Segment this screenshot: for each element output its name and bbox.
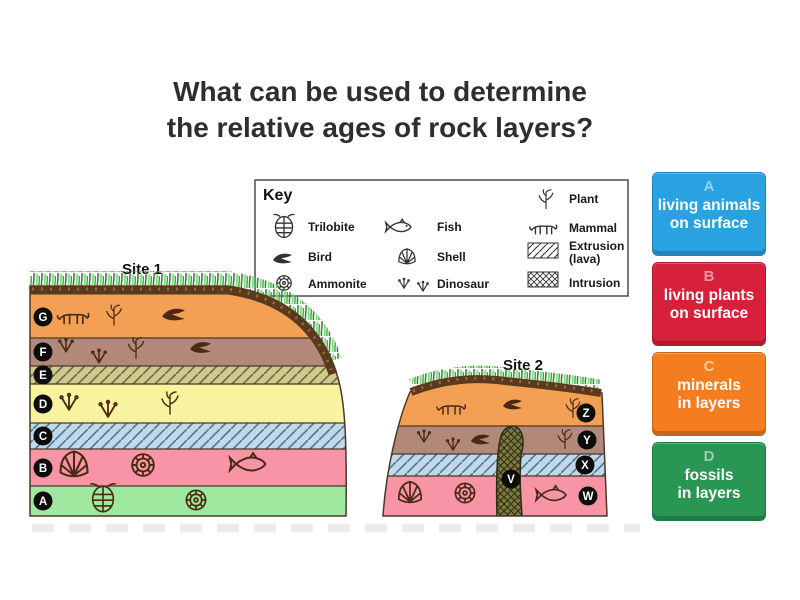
- layer-label-a: A: [39, 496, 47, 508]
- site1-layer-c-hatch: [30, 423, 347, 449]
- intrusion-swatch: [527, 271, 559, 288]
- answer-button-a[interactable]: A living animals on surface: [652, 172, 766, 256]
- key-label-ammonite: Ammonite: [308, 277, 367, 291]
- layer-label-y: Y: [583, 435, 591, 447]
- question-text: What can be used to determine the relati…: [120, 74, 640, 146]
- layer-label-c: C: [39, 431, 47, 443]
- answer-label-line: living animals: [657, 197, 761, 214]
- answer-label: fossils in layers: [675, 466, 744, 504]
- extrusion-swatch: [527, 242, 559, 259]
- layer-label-g: G: [39, 312, 48, 324]
- key-label-extrusion-lava: (lava): [569, 252, 600, 266]
- site1-layer-f: [30, 338, 347, 366]
- key-label-extrusion: Extrusion: [569, 239, 624, 253]
- site2-grass: [409, 365, 601, 395]
- answer-letter: A: [703, 178, 715, 195]
- site2: Site 2: [382, 357, 608, 517]
- answer-label: living animals on surface: [655, 196, 764, 234]
- answer-label-line: living plants: [663, 287, 755, 304]
- site1-layer-a: [30, 486, 347, 516]
- answer-label: living plants on surface: [661, 286, 757, 324]
- site1-layer-d: [30, 384, 347, 423]
- answer-letter: D: [703, 448, 715, 465]
- key-label-plant: Plant: [569, 192, 598, 206]
- layer-label-v: V: [507, 474, 515, 486]
- site1-topsoil-speckles: [32, 287, 333, 371]
- key-label-trilobite: Trilobite: [308, 220, 355, 234]
- layer-label-z: Z: [582, 408, 589, 420]
- answer-label: minerals in layers: [674, 376, 744, 414]
- site1: Site 1: [29, 261, 347, 517]
- key-label-dinosaur: Dinosaur: [437, 277, 489, 291]
- site1-layer-labels: G F E D C B A: [33, 307, 53, 511]
- layer-label-e: E: [39, 370, 47, 382]
- key-box: [254, 179, 629, 297]
- answer-button-c[interactable]: C minerals in layers: [652, 352, 766, 436]
- layer-label-b: B: [39, 463, 47, 475]
- answer-label-line: on surface: [669, 305, 749, 323]
- site2-layer-w: [383, 476, 607, 516]
- site2-layer-boundaries: [383, 425, 607, 477]
- answer-label-line: in layers: [677, 485, 741, 503]
- layer-label-x: X: [581, 460, 589, 472]
- key-label-bird: Bird: [308, 250, 332, 264]
- key-label-mammal: Mammal: [569, 221, 617, 235]
- question-line-2: the relative ages of rock layers?: [166, 112, 594, 143]
- key-title: Key: [263, 187, 292, 204]
- site2-layer-labels: Z Y X W V: [501, 403, 598, 506]
- legend-key: Key Trilobite Bird Ammonite Fish Shell D…: [254, 179, 629, 297]
- answer-button-b[interactable]: B living plants on surface: [652, 262, 766, 346]
- layer-label-d: D: [39, 399, 47, 411]
- site1-layer-boundaries: [30, 337, 347, 487]
- answer-button-d[interactable]: D fossils in layers: [652, 442, 766, 521]
- site2-layer-x-hatch: [383, 454, 607, 476]
- answer-letter: B: [703, 268, 715, 285]
- answer-label-line: in layers: [677, 395, 741, 413]
- key-label-fish: Fish: [437, 220, 462, 234]
- answer-letter: C: [703, 358, 715, 375]
- site1-topsoil: [30, 285, 338, 376]
- layer-label-w: W: [583, 491, 594, 503]
- layer-label-f: F: [39, 347, 46, 359]
- site1-grass: [30, 271, 342, 363]
- answer-label-line: on surface: [669, 215, 749, 233]
- key-label-intrusion: Intrusion: [569, 276, 620, 290]
- question-line-1: What can be used to determine: [173, 76, 587, 107]
- key-label-shell: Shell: [437, 250, 466, 264]
- answer-label-line: fossils: [684, 467, 734, 484]
- site1-layer-e-hatch: [30, 366, 347, 384]
- answer-label-line: minerals: [677, 377, 741, 394]
- site2-layer-y: [383, 426, 607, 454]
